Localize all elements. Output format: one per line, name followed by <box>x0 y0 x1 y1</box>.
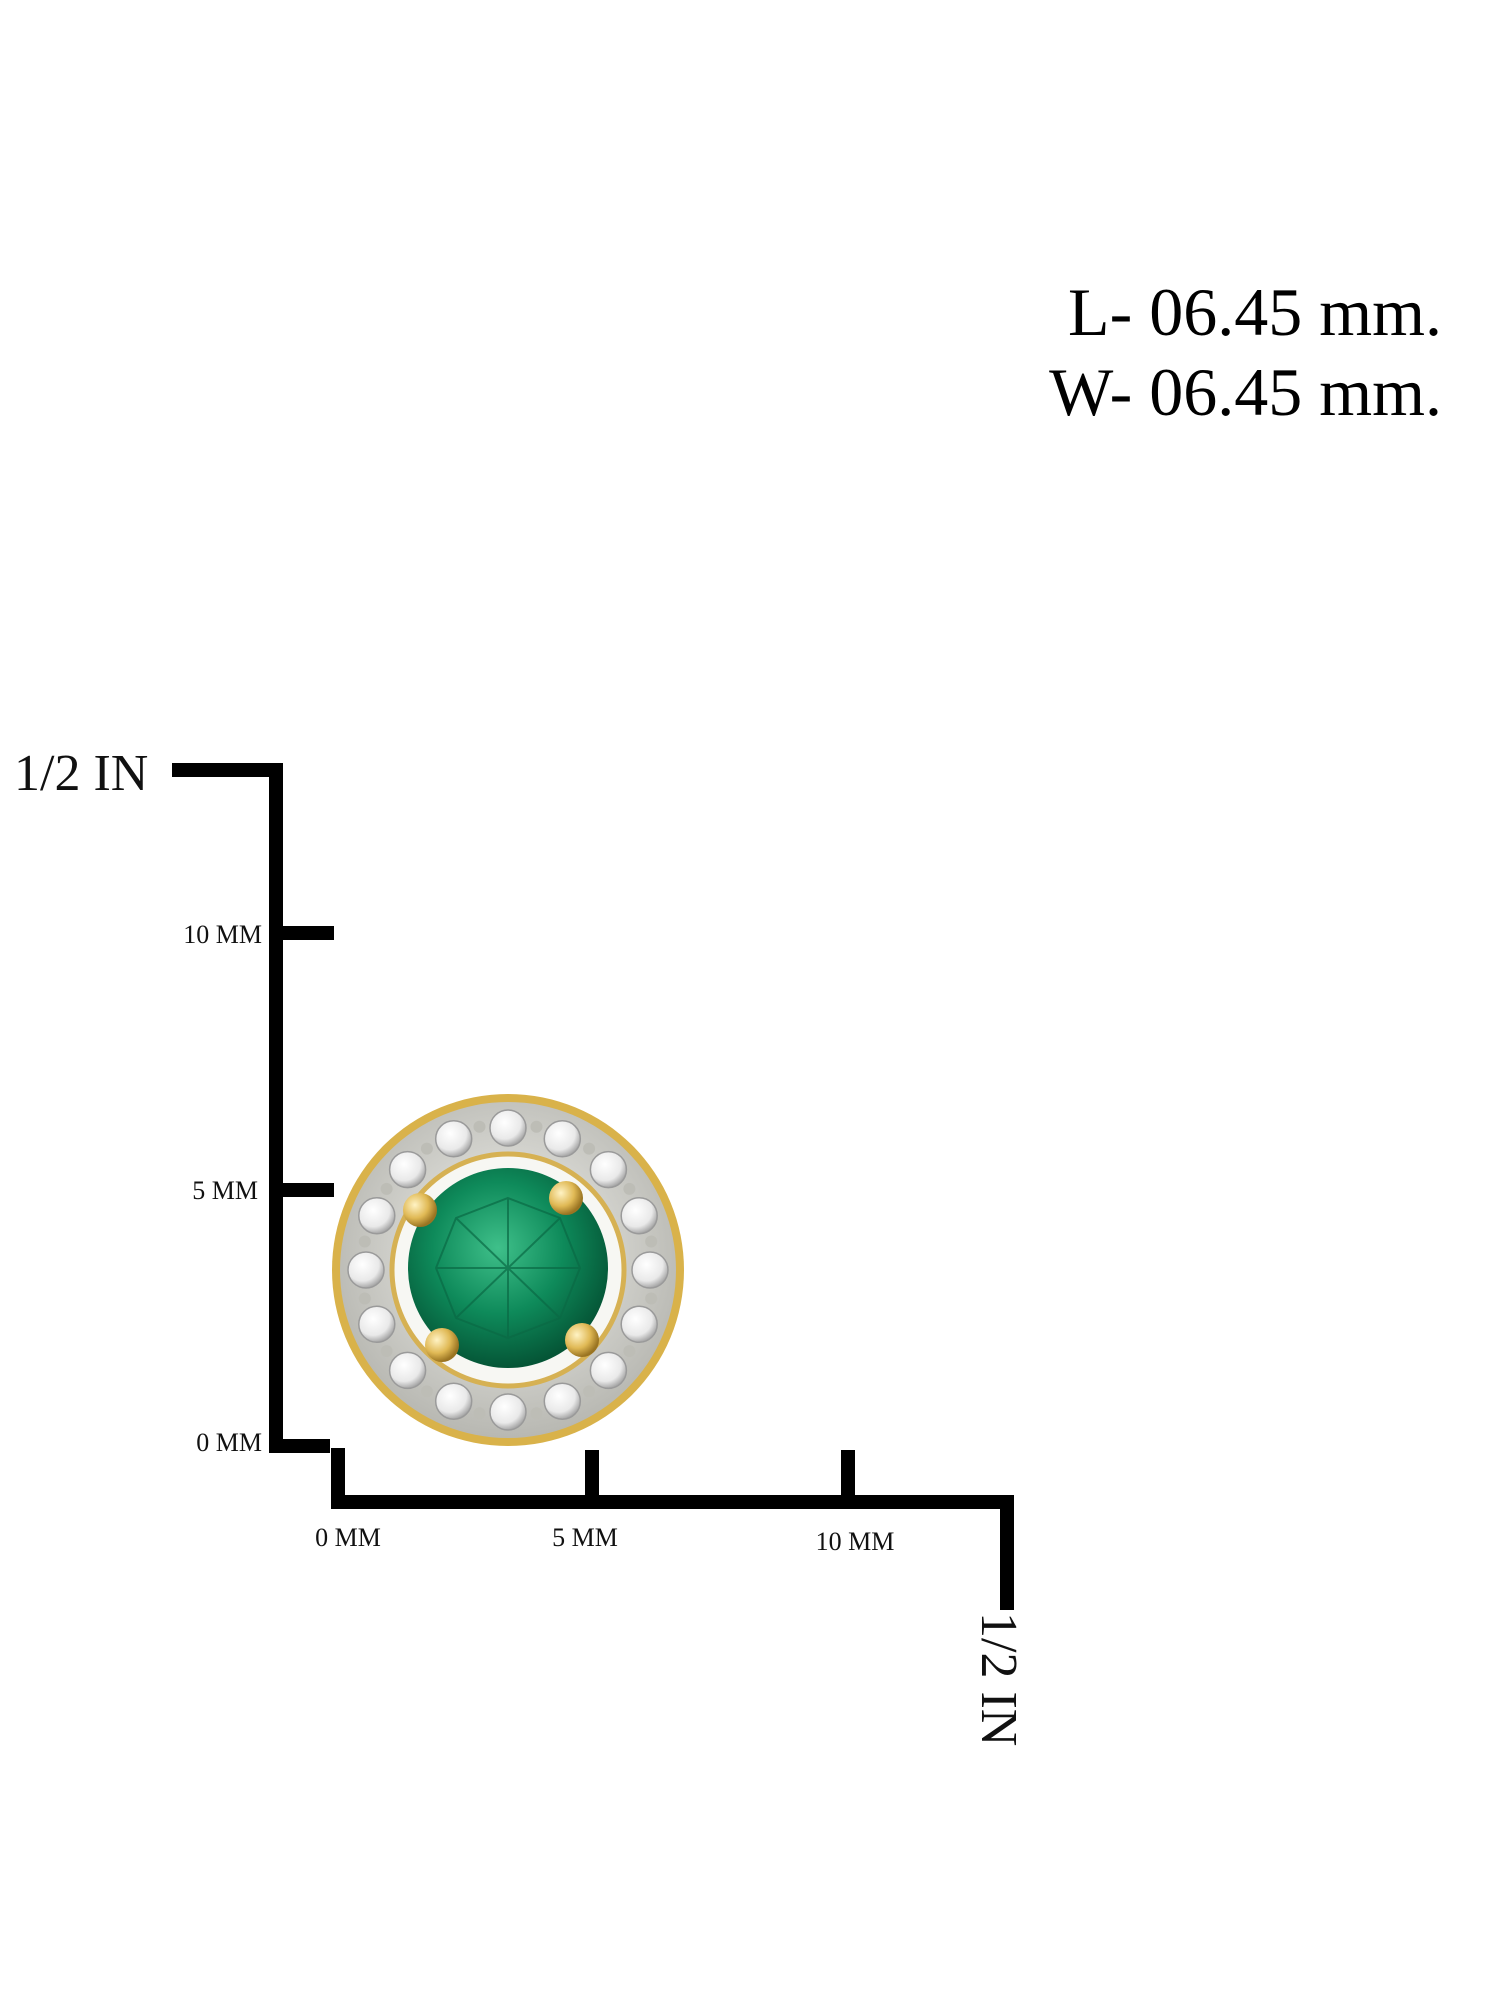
halo-bead <box>358 1292 371 1305</box>
halo-diamond <box>543 1120 582 1158</box>
prong <box>425 1328 459 1362</box>
halo-diamond <box>388 1351 427 1390</box>
halo-bead <box>530 1120 543 1133</box>
horizontal-ruler: 0 MM 5 MM 10 MM 1/2 IN <box>315 1448 1027 1746</box>
halo-diamond <box>489 1393 527 1431</box>
halo-diamond <box>434 1382 473 1420</box>
emerald-halo-earring <box>332 1094 684 1446</box>
vertical-title: 1/2 IN <box>14 745 148 802</box>
halo-diamond <box>358 1305 396 1344</box>
vertical-ruler-line <box>172 763 330 1453</box>
halo-diamond <box>620 1305 658 1344</box>
width-dimension: W- 06.45 mm. <box>1049 354 1442 430</box>
vertical-tick-label: 0 MM <box>196 1428 262 1457</box>
halo-diamond <box>631 1251 669 1289</box>
halo-diamond <box>543 1382 582 1420</box>
halo-bead <box>473 1407 486 1420</box>
length-dimension: L- 06.45 mm. <box>1068 274 1442 350</box>
halo-bead <box>645 1292 658 1305</box>
prong <box>549 1181 583 1215</box>
halo-bead <box>583 1142 596 1155</box>
horizontal-tick-label: 5 MM <box>552 1523 618 1552</box>
horizontal-title: 1/2 IN <box>970 1612 1027 1746</box>
vertical-tick-label: 5 MM <box>192 1176 258 1205</box>
halo-bead <box>380 1182 393 1195</box>
halo-bead <box>358 1235 371 1248</box>
halo-bead <box>530 1407 543 1420</box>
halo-bead <box>623 1182 636 1195</box>
halo-bead <box>420 1385 433 1398</box>
prong <box>565 1323 599 1357</box>
halo-diamond <box>347 1251 385 1289</box>
prong <box>403 1193 437 1227</box>
emerald-facets <box>434 1196 582 1340</box>
halo-bead <box>645 1235 658 1248</box>
halo-bead <box>583 1385 596 1398</box>
horizontal-ruler-line <box>331 1448 1014 1610</box>
halo-bead <box>420 1142 433 1155</box>
halo-diamond <box>589 1150 628 1189</box>
halo-diamond <box>620 1196 658 1235</box>
horizontal-tick-label: 10 MM <box>816 1527 895 1556</box>
halo-bead <box>623 1345 636 1358</box>
dimension-readout: L- 06.45 mm. W- 06.45 mm. <box>1049 272 1442 432</box>
halo-bead <box>380 1345 393 1358</box>
horizontal-tick-label: 0 MM <box>315 1523 381 1552</box>
vertical-ruler: 1/2 IN 10 MM 5 MM 0 MM <box>14 745 334 1457</box>
halo-diamond <box>358 1196 396 1235</box>
halo-diamonds <box>347 1109 669 1431</box>
halo-diamond <box>388 1150 427 1189</box>
halo-diamond <box>489 1109 527 1147</box>
halo-diamond <box>589 1351 628 1390</box>
vertical-tick-label: 10 MM <box>183 920 262 949</box>
halo-bead <box>473 1120 486 1133</box>
halo-diamond <box>434 1120 473 1158</box>
